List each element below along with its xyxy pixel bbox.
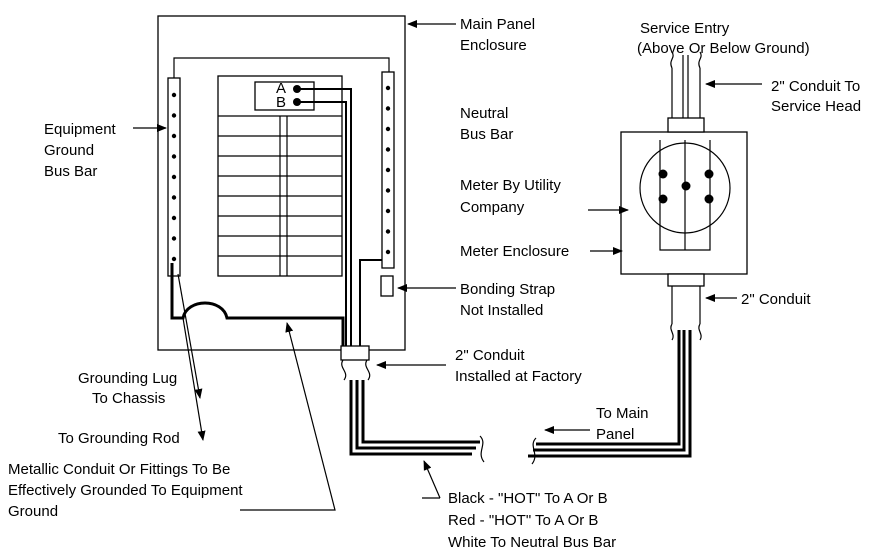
hot-wires-panel: [297, 88, 382, 346]
equip-ground-label-2: Ground: [44, 142, 94, 159]
terminal-b-label: B: [276, 94, 286, 111]
terminal-a-label: A: [276, 80, 286, 97]
neutral-bus-label-1: Neutral: [460, 105, 508, 122]
conduit-factory-label-1: 2" Conduit: [455, 347, 525, 364]
equip-ground-label-3: Bus Bar: [44, 163, 97, 180]
ground-bus-terminal: [171, 113, 177, 118]
ground-bus-terminal: [171, 174, 177, 180]
metallic-conduit-label-3: Ground: [8, 503, 58, 520]
ground-bus-terminal: [171, 236, 177, 241]
neutral-bus-terminal: [385, 249, 391, 255]
neutral-bus-terminal: [385, 208, 391, 214]
wire-red-label: Red - "HOT" To A Or B: [448, 512, 598, 529]
neutral-bus-terminal: [385, 229, 391, 234]
wire-white-label: White To Neutral Bus Bar: [448, 534, 616, 551]
ground-bus-terminal: [171, 133, 177, 139]
equipment-ground-bus-bar: [167, 77, 181, 277]
metallic-conduit-label-2: Effectively Grounded To Equipment: [8, 482, 243, 499]
meter-conduit: [667, 273, 705, 341]
service-entry-label-1: Service Entry: [640, 20, 730, 37]
meter-terminals: [658, 169, 714, 204]
conduit-service-head-label-2: Service Head: [771, 98, 861, 115]
grounding-wires: [177, 273, 206, 441]
to-main-panel-label-1: To Main: [596, 405, 649, 422]
metallic-conduit-label-1: Metallic Conduit Or Fittings To Be: [8, 461, 230, 478]
meter-utility-label-1: Meter By Utility: [460, 177, 561, 194]
bonding-strap: [380, 275, 394, 297]
wire-black-label: Black - "HOT" To A Or B: [448, 490, 608, 507]
meter-enclosure: [620, 131, 748, 275]
neutral-bus-bar: [381, 71, 395, 269]
bonding-strap-label-2: Not Installed: [460, 302, 543, 319]
neutral-bus-terminal: [385, 188, 391, 193]
meter-utility-label-2: Company: [460, 199, 525, 216]
cable-run: [349, 330, 692, 465]
service-entry-label-2: (Above Or Below Ground): [637, 40, 810, 57]
to-grounding-rod-label: To Grounding Rod: [58, 430, 180, 447]
equip-ground-label-1: Equipment: [44, 121, 117, 138]
neutral-bus-label-2: Bus Bar: [460, 126, 513, 143]
main-breaker-terminals: A B: [254, 80, 315, 111]
main-panel-label-1: Main Panel: [460, 16, 535, 33]
neutral-bus-terminal: [385, 106, 391, 111]
ground-wire: [170, 263, 345, 346]
conduit-service-head-label-1: 2" Conduit To: [771, 78, 860, 95]
conduit-2in-label: 2" Conduit: [741, 291, 811, 308]
neutral-bus-terminal: [385, 147, 391, 152]
ground-bus-terminal: [171, 154, 177, 159]
leader-arrows: [133, 20, 762, 511]
neutral-bus-terminal: [385, 85, 391, 91]
ground-bus-terminal: [171, 92, 177, 98]
ground-bus-terminal: [171, 215, 177, 221]
service-conduit: [667, 51, 705, 133]
ground-bus-terminal: [171, 256, 177, 262]
to-main-panel-label-2: Panel: [596, 426, 634, 443]
main-panel-label-2: Enclosure: [460, 37, 527, 54]
meter-enclosure-label: Meter Enclosure: [460, 243, 569, 260]
factory-conduit-fitting: [340, 345, 371, 381]
conduit-factory-label-2: Installed at Factory: [455, 368, 582, 385]
grounding-lug-label-2: To Chassis: [92, 390, 165, 407]
neutral-bus-terminal: [385, 167, 391, 173]
neutral-bus-terminal: [385, 126, 391, 132]
grounding-lug-label-1: Grounding Lug: [78, 370, 177, 387]
ground-bus-terminal: [171, 195, 177, 200]
bonding-strap-label-1: Bonding Strap: [460, 281, 555, 298]
